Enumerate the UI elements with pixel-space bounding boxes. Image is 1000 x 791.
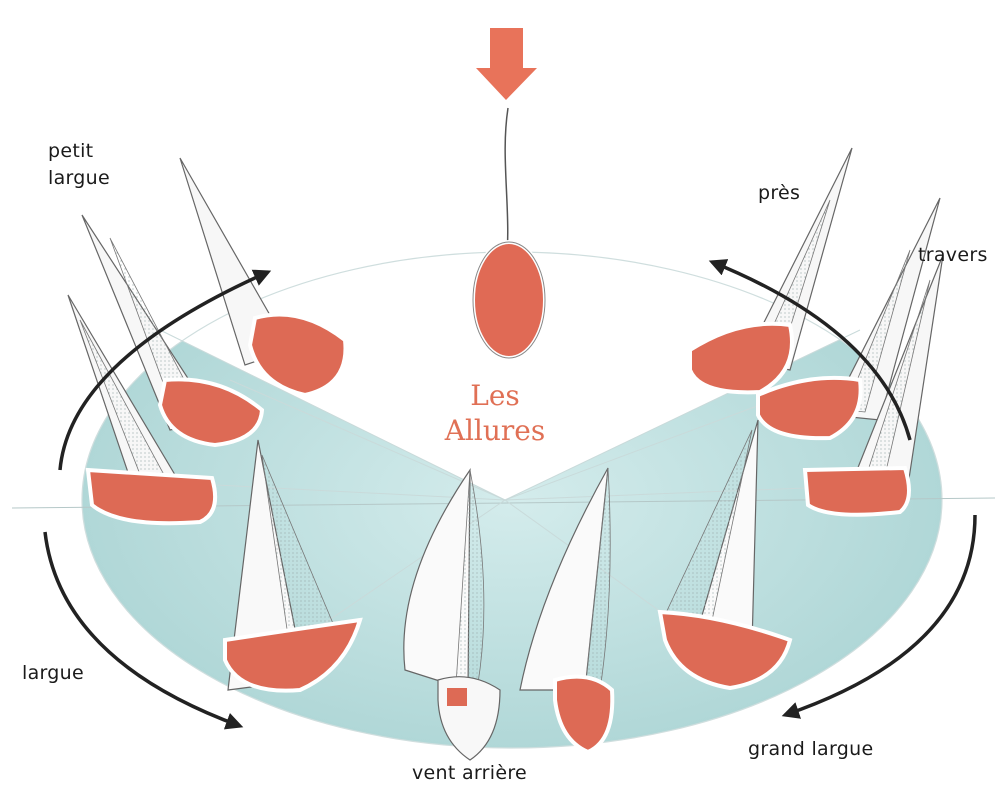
diagram-title: Les Allures <box>440 378 550 448</box>
sailboat-icon <box>473 108 545 358</box>
label-pres: près <box>758 182 800 204</box>
label-petit-line-2: largue <box>48 165 110 192</box>
label-petit-largue: petit largue <box>48 138 110 191</box>
label-petit-line-1: petit <box>48 138 110 165</box>
label-largue: largue <box>22 662 84 684</box>
label-travers: travers <box>918 244 988 266</box>
title-line-2: Allures <box>440 413 550 448</box>
label-vent-arriere: vent arrière <box>412 762 527 784</box>
label-grand-largue: grand largue <box>748 738 873 760</box>
title-line-1: Les <box>440 378 550 413</box>
wind-direction-arrow-icon <box>476 28 537 100</box>
